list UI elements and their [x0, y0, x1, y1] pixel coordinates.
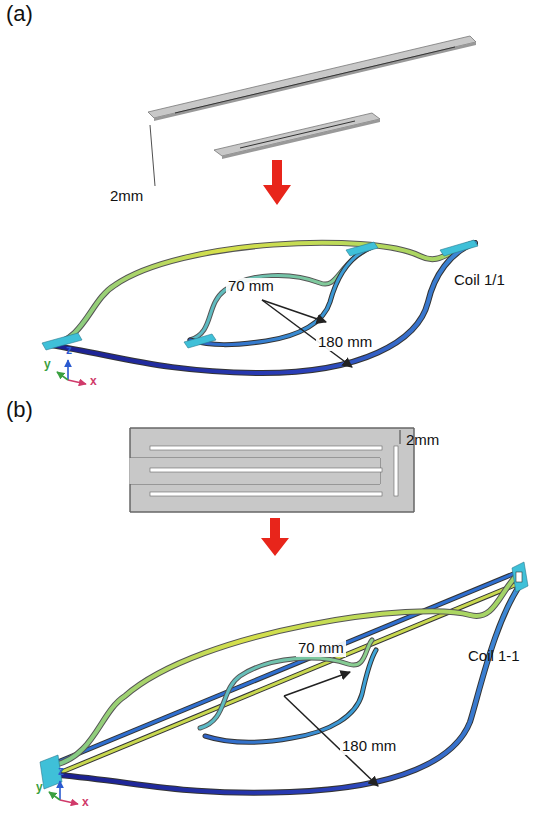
inner-coil	[190, 247, 372, 345]
inner-coil	[200, 640, 376, 742]
terminal	[512, 562, 528, 592]
axis-label: y	[42, 358, 53, 371]
terminal	[42, 333, 82, 350]
dimension-label: 2mm	[108, 188, 145, 205]
dimension-arrow	[284, 672, 350, 696]
axis-label: z	[64, 344, 74, 357]
red-arrow	[261, 518, 289, 556]
terminal	[184, 334, 216, 348]
dimension-label: 70 mm	[226, 278, 276, 295]
outer-coil	[50, 243, 475, 373]
axis-label: x	[88, 375, 99, 388]
axis-triad	[57, 360, 86, 384]
red-arrow	[263, 160, 291, 205]
dimension-label: 70 mm	[296, 640, 346, 657]
panel-letter: (b)	[4, 398, 35, 422]
terminal	[440, 240, 478, 256]
conductor-strip	[148, 36, 476, 186]
part-name: Coil 1-1	[466, 648, 522, 665]
axis-label: x	[80, 796, 91, 809]
axis-label: z	[56, 765, 66, 778]
meander-strip	[130, 428, 414, 512]
dimension-arrow	[262, 300, 326, 322]
axis-triad	[49, 781, 78, 804]
dimension-label: 2mm	[404, 432, 441, 449]
outer-coil	[55, 572, 522, 793]
terminal	[346, 242, 378, 256]
dimension-label: 180 mm	[316, 334, 374, 351]
axis-label: y	[34, 781, 45, 794]
dimension-label: 180 mm	[340, 738, 398, 755]
panel-letter: (a)	[4, 2, 35, 26]
part-name: Coil 1/1	[452, 272, 507, 289]
